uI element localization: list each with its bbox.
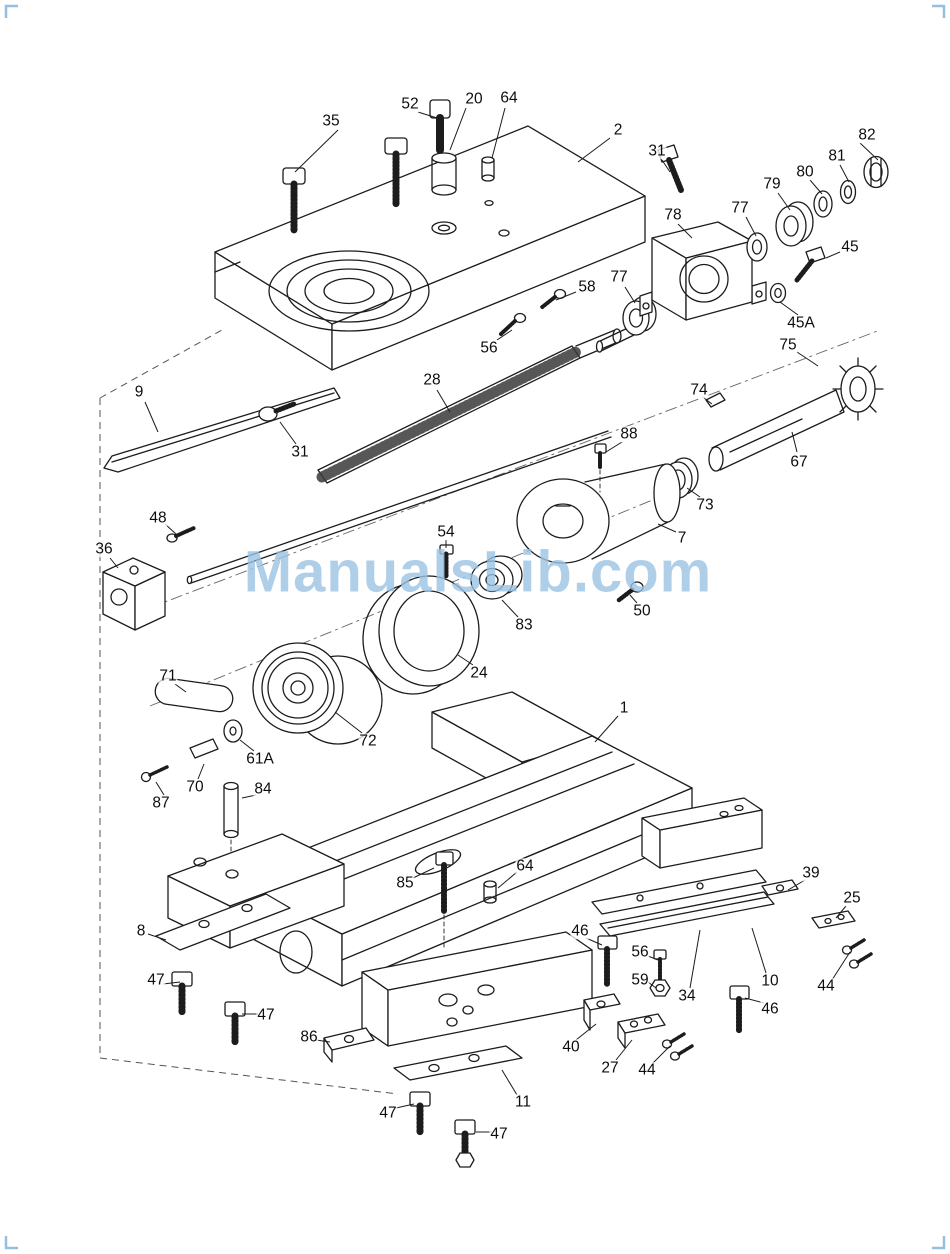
part-label-7: 7 [676, 529, 688, 547]
part-label-27: 27 [600, 1059, 620, 1077]
part-label-80: 80 [795, 163, 815, 181]
part-label-73: 73 [695, 496, 715, 514]
part-label-79: 79 [762, 175, 782, 193]
part-label-46: 46 [760, 1000, 780, 1018]
part-label-71: 71 [158, 667, 178, 685]
part-label-31: 31 [290, 443, 310, 461]
part-label-67: 67 [789, 453, 809, 471]
part-label-36: 36 [94, 540, 114, 558]
part-label-20: 20 [464, 90, 484, 108]
part-label-8: 8 [135, 922, 147, 940]
part-label-84: 84 [253, 780, 273, 798]
part-label-1: 1 [618, 699, 630, 717]
part-label-45: 45 [840, 238, 860, 256]
part-label-2: 2 [612, 121, 624, 139]
part-label-47: 47 [378, 1104, 398, 1122]
part-label-47: 47 [256, 1006, 276, 1024]
part-label-24: 24 [469, 664, 489, 682]
part-label-81: 81 [827, 147, 847, 165]
part-label-50: 50 [632, 602, 652, 620]
part-label-86: 86 [299, 1028, 319, 1046]
part-label-48: 48 [148, 509, 168, 527]
part-label-52: 52 [400, 95, 420, 113]
part-label-28: 28 [422, 371, 442, 389]
part-label-45A: 45A [786, 314, 816, 332]
part-label-46: 46 [570, 922, 590, 940]
part-label-77: 77 [609, 268, 629, 286]
part-label-10: 10 [760, 972, 780, 990]
part-label-34: 34 [677, 987, 697, 1005]
part-label-59: 59 [630, 971, 650, 989]
part-label-35: 35 [321, 112, 341, 130]
crop-marks [4, 4, 946, 1250]
part-label-72: 72 [358, 732, 378, 750]
part-label-70: 70 [185, 778, 205, 796]
part-label-78: 78 [663, 206, 683, 224]
part-label-47: 47 [146, 971, 166, 989]
part-label-40: 40 [561, 1038, 581, 1056]
part-label-25: 25 [842, 889, 862, 907]
part-label-44: 44 [637, 1061, 657, 1079]
part-label-58: 58 [577, 278, 597, 296]
part-label-31: 31 [647, 142, 667, 160]
part-label-74: 74 [689, 381, 709, 399]
part-label-9: 9 [133, 383, 145, 401]
part-label-11: 11 [513, 1093, 533, 1111]
part-label-61A: 61A [245, 750, 275, 768]
part-label-88: 88 [619, 425, 639, 443]
parts-artwork [102, 99, 889, 1168]
part-label-54: 54 [436, 523, 456, 541]
part-label-77: 77 [730, 199, 750, 217]
construction-lines [99, 329, 399, 1095]
part-label-47: 47 [489, 1125, 509, 1143]
part-label-75: 75 [778, 336, 798, 354]
part-label-87: 87 [151, 794, 171, 812]
part-label-64: 64 [515, 857, 535, 875]
part-label-56: 56 [479, 339, 499, 357]
part-label-82: 82 [857, 126, 877, 144]
part-label-56: 56 [630, 943, 650, 961]
leader-lines [109, 107, 879, 1133]
part-label-64: 64 [499, 89, 519, 107]
part-label-83: 83 [514, 616, 534, 634]
part-label-44: 44 [816, 977, 836, 995]
part-label-85: 85 [395, 874, 415, 892]
part-label-39: 39 [801, 864, 821, 882]
